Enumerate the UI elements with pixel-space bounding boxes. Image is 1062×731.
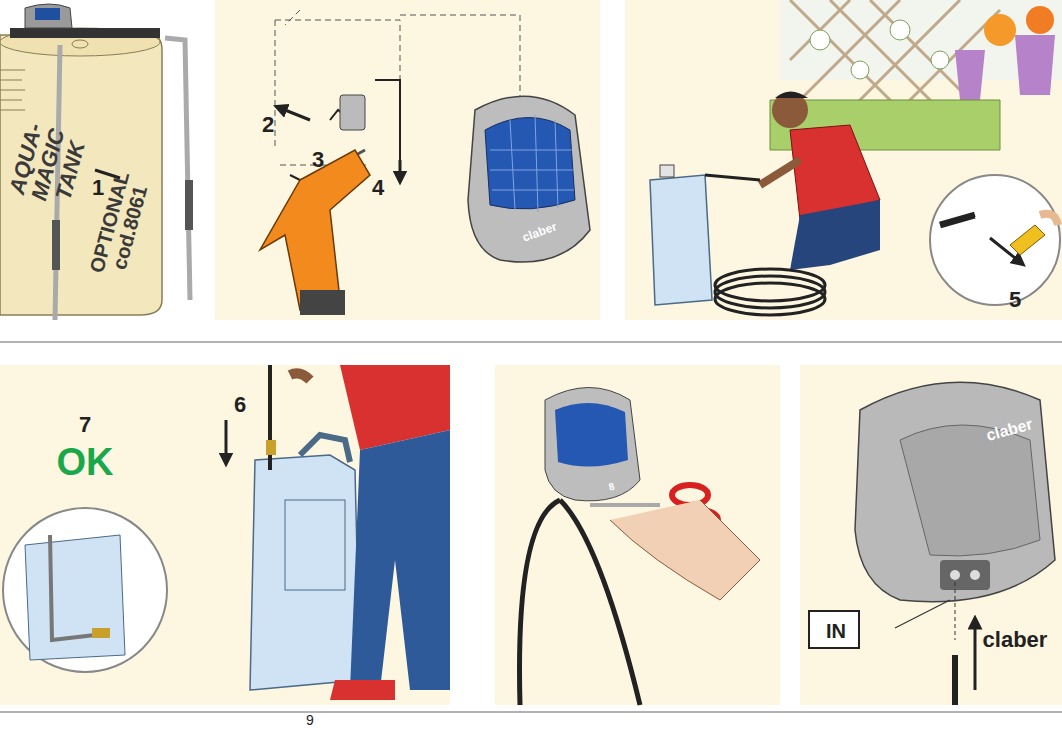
label: 9 <box>306 713 314 728</box>
separator <box>0 711 1062 713</box>
callout-number: 5 <box>1009 288 1021 311</box>
callout-number: 4 <box>372 176 384 199</box>
garden-illustration <box>650 0 1062 315</box>
inlet-label: IN <box>826 620 842 643</box>
cutting-illustration <box>520 388 761 706</box>
callout-number: 7 <box>79 413 91 436</box>
separator <box>0 341 1062 343</box>
tank-illustration <box>0 4 193 320</box>
mounting-illustration <box>95 10 590 315</box>
panel-background <box>495 365 780 705</box>
callout-number: claber <box>983 628 1048 651</box>
connect-illustration <box>855 382 1055 705</box>
callout-number: 1 <box>92 176 104 199</box>
can-illustration <box>3 365 450 700</box>
inlet-label-box: IN <box>808 610 860 649</box>
panel-background <box>625 0 1062 320</box>
callout-number: 6 <box>234 393 246 416</box>
callout-number: 3 <box>312 148 324 171</box>
panel-background <box>215 0 600 320</box>
ok-mark: OK <box>57 443 114 483</box>
callout-number: 2 <box>262 113 274 136</box>
panel-background <box>800 365 1062 705</box>
panel-background <box>0 365 450 705</box>
